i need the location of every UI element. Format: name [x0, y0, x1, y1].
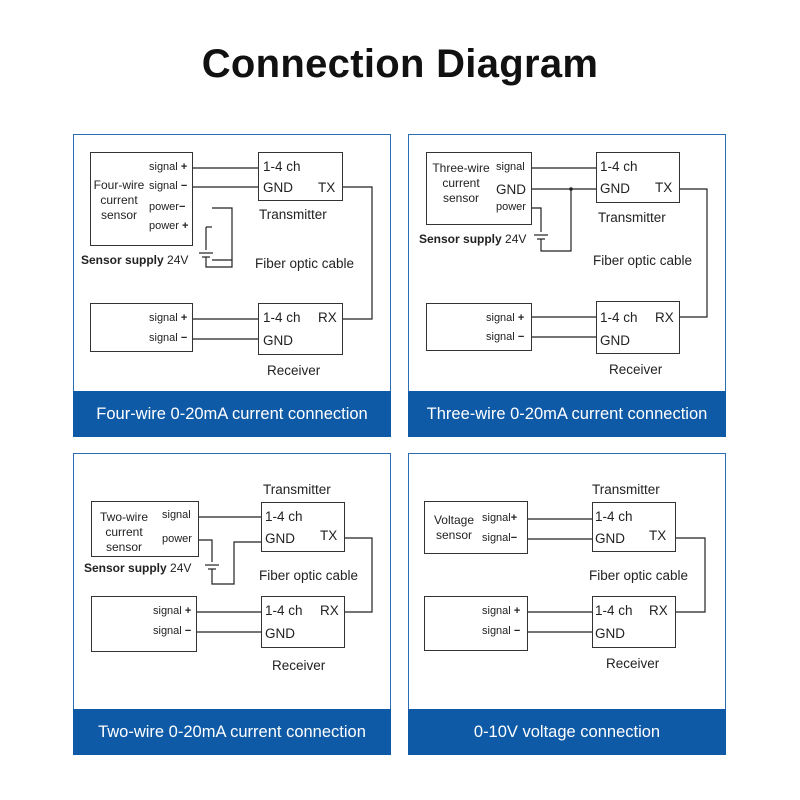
out-signal-plus: signal + [486, 312, 525, 324]
gnd-label: GND [496, 182, 526, 197]
wiring [196, 516, 373, 633]
transmitter-channel: 1-4 ch [595, 509, 633, 524]
power-label: power [496, 201, 526, 213]
out-signal-minus: signal − [153, 625, 192, 637]
fiber-label: Fiber optic cable [255, 256, 355, 271]
panel-three-wire: Three-wire current sensor signal GND pow… [408, 134, 726, 437]
receiver-box [258, 303, 343, 355]
receiver-channel: 1-4 ch [595, 603, 633, 618]
transmitter-channel: 1-4 ch [600, 159, 638, 174]
wiring [527, 518, 706, 633]
receiver-label: Receiver [272, 658, 326, 673]
transmitter-tx: TX [655, 180, 673, 195]
signal-plus-label: signal + [149, 161, 188, 173]
wiring [531, 167, 708, 338]
transmitter-gnd: GND [600, 181, 630, 196]
output-box [90, 303, 193, 352]
transmitter-label: Transmitter [259, 207, 327, 222]
sensor-box [90, 152, 193, 246]
fiber-label: Fiber optic cable [589, 568, 689, 583]
panel-voltage: Voltage sensor signal+ signal− 1-4 ch GN… [408, 453, 726, 755]
sensor-label: Four-wire current sensor [93, 178, 145, 222]
transmitter-channel: 1-4 ch [263, 159, 301, 174]
page-title: Connection Diagram [201, 42, 599, 86]
signal-label: signal [162, 509, 191, 521]
transmitter-tx: TX [318, 180, 336, 195]
power-label: power [162, 533, 192, 545]
transmitter-gnd: GND [263, 180, 293, 195]
receiver-rx: RX [318, 310, 337, 325]
power-minus-label: power− [149, 201, 186, 213]
receiver-gnd: GND [265, 626, 295, 641]
fiber-label: Fiber optic cable [259, 568, 359, 583]
panel-two-wire: Two-wire current sensor signal power Sen… [73, 453, 391, 755]
sensor-box [424, 501, 528, 554]
transmitter-label: Transmitter [598, 210, 666, 225]
sensor-supply-label: Sensor supply 24V [84, 561, 192, 575]
transmitter-box [592, 502, 676, 552]
sensor-label: Voltage sensor [433, 513, 475, 542]
sensor-label: Three-wire current sensor [432, 161, 490, 205]
receiver-gnd: GND [263, 333, 293, 348]
receiver-rx: RX [320, 603, 339, 618]
transmitter-tx: TX [649, 528, 667, 543]
transmitter-gnd: GND [265, 531, 295, 546]
out-signal-plus: signal + [149, 312, 188, 324]
receiver-rx: RX [649, 603, 668, 618]
output-box [426, 303, 532, 351]
out-signal-plus: signal + [153, 605, 192, 617]
receiver-box [596, 301, 680, 354]
signal-minus-label: signal − [149, 180, 188, 192]
output-box [91, 596, 197, 652]
out-signal-minus: signal − [486, 331, 525, 343]
out-signal-plus: signal + [482, 605, 521, 617]
signal-label: signal [496, 161, 525, 173]
panel-caption: Three-wire 0-20mA current connection [408, 391, 726, 437]
receiver-channel: 1-4 ch [600, 310, 638, 325]
sensor-label: Two-wire current sensor [99, 510, 148, 554]
panel-caption: Four-wire 0-20mA current connection [73, 391, 391, 437]
receiver-label: Receiver [609, 362, 663, 377]
transmitter-box [596, 152, 680, 203]
receiver-gnd: GND [600, 333, 630, 348]
panel-four-wire: Four-wire current sensor signal + signal… [73, 134, 391, 437]
transmitter-label: Transmitter [263, 482, 331, 497]
panel-caption: Two-wire 0-20mA current connection [73, 709, 391, 755]
fiber-label: Fiber optic cable [593, 253, 693, 268]
transmitter-box [258, 152, 343, 201]
power-plus-label: power + [149, 220, 189, 232]
receiver-label: Receiver [267, 363, 321, 378]
receiver-box [261, 596, 345, 648]
receiver-gnd: GND [595, 626, 625, 641]
signal-minus-label: signal− [482, 532, 518, 544]
transmitter-label: Transmitter [592, 482, 660, 497]
transmitter-gnd: GND [595, 531, 625, 546]
out-signal-minus: signal − [149, 332, 188, 344]
transmitter-box [261, 502, 345, 552]
out-signal-minus: signal − [482, 625, 521, 637]
transmitter-channel: 1-4 ch [265, 509, 303, 524]
signal-plus-label: signal+ [482, 512, 518, 524]
sensor-supply-label: Sensor supply 24V [81, 253, 189, 267]
sensor-box [91, 501, 199, 557]
receiver-label: Receiver [606, 656, 660, 671]
wiring [192, 167, 373, 340]
panel-caption: 0-10V voltage connection [408, 709, 726, 755]
receiver-channel: 1-4 ch [265, 603, 303, 618]
receiver-channel: 1-4 ch [263, 310, 301, 325]
sensor-box [426, 152, 532, 225]
transmitter-tx: TX [320, 528, 338, 543]
receiver-box [592, 596, 676, 648]
receiver-rx: RX [655, 310, 674, 325]
output-box [424, 596, 528, 651]
sensor-supply-label: Sensor supply 24V [419, 232, 527, 246]
